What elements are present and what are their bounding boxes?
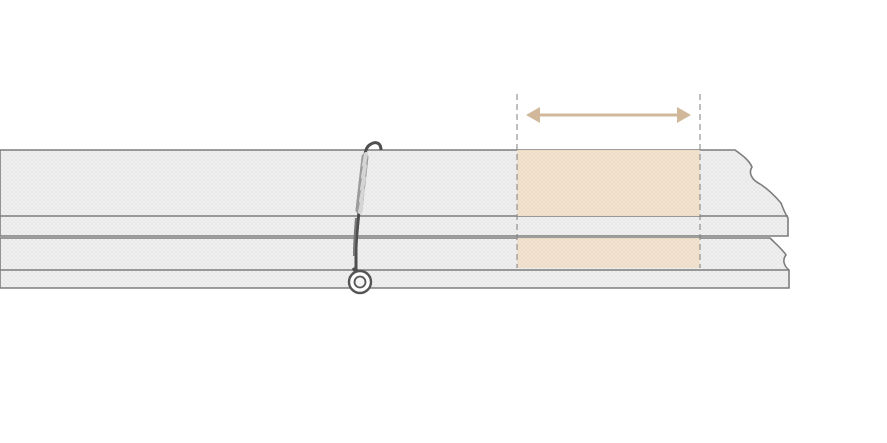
double-headed-arrow-icon (526, 107, 691, 123)
bottom-panel (0, 237, 790, 289)
grommet-ring-icon (347, 269, 373, 295)
measurement-band-upper (517, 150, 700, 216)
measurement-band-lower (517, 238, 700, 268)
top-panel (0, 149, 789, 237)
